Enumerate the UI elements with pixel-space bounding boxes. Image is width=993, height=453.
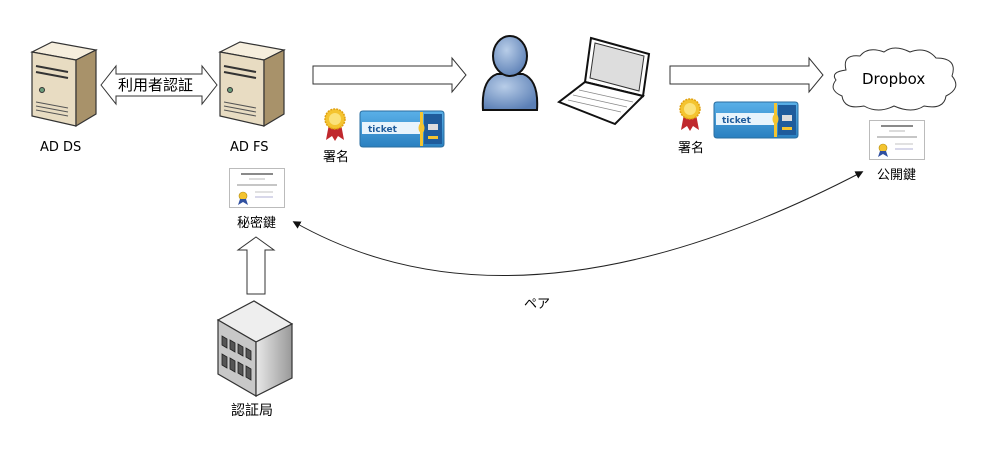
pair-label: ペア — [524, 297, 551, 312]
laptop-icon — [556, 36, 651, 126]
user-auth-label: 利用者認証 — [118, 76, 194, 94]
ticket-text-2: ticket — [722, 116, 752, 126]
signature-left-label: 署名 — [323, 150, 350, 165]
private-key-certificate-icon — [229, 168, 285, 208]
public-key-label: 公開鍵 — [877, 168, 917, 183]
signature-right-label: 署名 — [678, 141, 705, 156]
user-icon — [481, 35, 539, 111]
right-arrow-1 — [312, 56, 467, 94]
ad-ds-label: AD DS — [40, 140, 82, 155]
ad-ds-server-icon — [30, 41, 98, 128]
dropbox-label: Dropbox — [862, 70, 926, 88]
ad-fs-label: AD FS — [230, 140, 269, 155]
private-key-label: 秘密鍵 — [237, 216, 277, 231]
ticket-text: ticket — [368, 125, 398, 135]
right-arrow-2 — [669, 56, 824, 94]
certificate-authority-building-icon — [216, 300, 294, 398]
certificate-authority-label: 認証局 — [231, 403, 273, 419]
signature-medal-icon — [324, 108, 346, 141]
ad-fs-server-icon — [218, 41, 286, 128]
public-key-certificate-icon — [869, 120, 925, 160]
ticket-icon: ticket — [359, 110, 445, 148]
user-auth-double-arrow — [100, 64, 218, 106]
up-arrow — [236, 236, 276, 295]
ticket-icon-2: ticket — [713, 101, 799, 139]
signature-medal-icon-2 — [679, 98, 701, 131]
dropbox-cloud-icon — [832, 47, 957, 111]
